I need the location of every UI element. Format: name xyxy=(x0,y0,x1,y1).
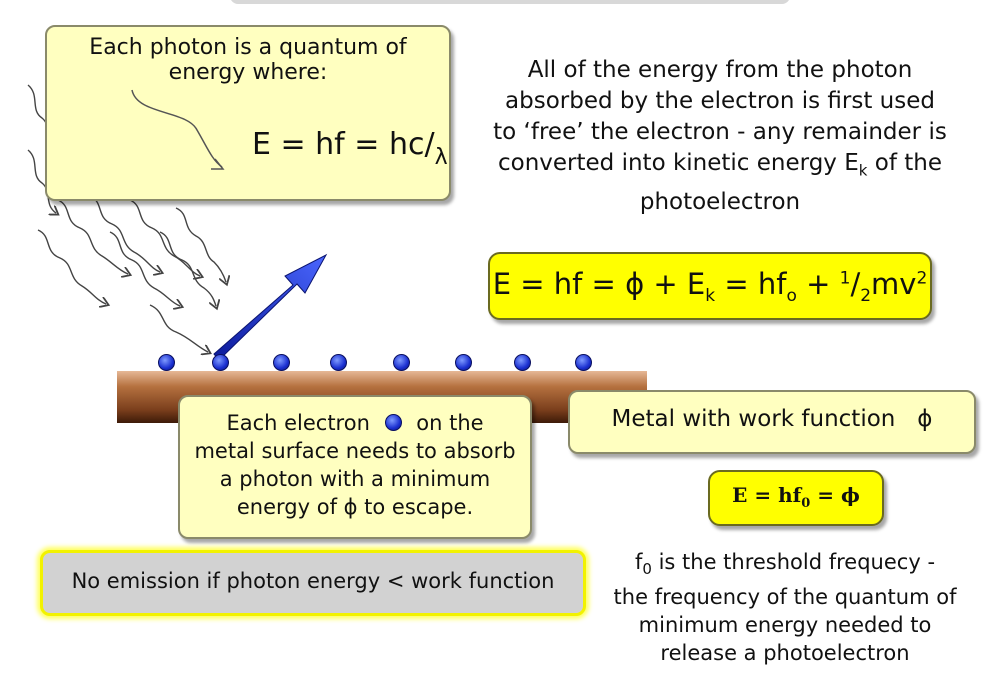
threshold-line1: f0 is the threshold frequecy - xyxy=(590,548,980,583)
electron-icon xyxy=(575,354,592,371)
work-function-box: Metal with work function ϕ xyxy=(568,390,976,454)
top-bar-decoration xyxy=(230,0,790,4)
threshold-equation-box: E = hf0 = ϕ xyxy=(708,470,884,526)
threshold-line4: release a photoelectron xyxy=(660,641,910,666)
electron-box-text: Each electron on the metal surface needs… xyxy=(180,409,530,521)
electron-box: Each electron on the metal surface needs… xyxy=(178,395,532,539)
main-equation: E = hf = ϕ + Ek = hfo + 1/2mv2 xyxy=(490,267,930,306)
photon-wave-icon xyxy=(89,195,160,272)
photon-energy-box: Each photon is a quantum of energy where… xyxy=(45,25,451,201)
photon-box-text: Each photon is a quantum of energy where… xyxy=(47,35,449,85)
photon-wave-icon xyxy=(159,231,216,306)
photon-wave-icon xyxy=(27,149,56,213)
eq-part3: + xyxy=(796,267,840,301)
work-function-text: Metal with work function xyxy=(611,406,896,432)
electron-line3: a photon with a minimum xyxy=(219,467,491,491)
threshold-eq-part2: = ϕ xyxy=(810,483,860,507)
pointer-curve-icon xyxy=(131,89,225,170)
electron-line1b: on the xyxy=(416,411,484,435)
intro-line4b: of the xyxy=(867,150,942,176)
intro-line4: converted into kinetic energy Ek of the xyxy=(470,148,970,187)
eq-sub3: 2 xyxy=(860,285,872,306)
eq-sub1: k xyxy=(705,285,716,306)
eq-sub2: o xyxy=(786,285,797,306)
eq-part4: / xyxy=(850,267,861,301)
threshold-line3: minimum energy needed to xyxy=(638,613,932,638)
electron-icon xyxy=(384,414,402,431)
threshold-eq-sub: 0 xyxy=(801,496,811,511)
photon-wave-icon xyxy=(109,231,180,306)
threshold-line2: the frequency of the quantum of xyxy=(613,585,957,610)
work-function-label: Metal with work function ϕ xyxy=(570,406,974,432)
electron-line1: Each electron on the xyxy=(180,409,530,437)
electron-line4: energy of ϕ to escape. xyxy=(236,495,474,519)
photon-wave-icon xyxy=(57,199,128,274)
threshold-equation: E = hf0 = ϕ xyxy=(710,483,882,511)
eq-sup1: 1 xyxy=(839,268,851,289)
intro-line2: absorbed by the electron is first used xyxy=(505,88,935,114)
electron-line2: metal surface needs to absorb xyxy=(194,439,516,463)
photon-wave-icon xyxy=(149,304,208,352)
no-emission-box: No emission if photon energy < work func… xyxy=(40,550,586,616)
emission-arrow-icon xyxy=(213,253,328,361)
photon-equation-lambda: λ xyxy=(434,145,448,170)
electron-icon xyxy=(158,354,175,371)
electron-icon xyxy=(393,354,410,371)
electron-icon xyxy=(212,354,229,371)
intro-line3: to ‘free’ the electron - any remainder i… xyxy=(493,119,947,145)
eq-sup2: 2 xyxy=(916,268,928,289)
threshold-text: f0 is the threshold frequecy - the frequ… xyxy=(590,548,980,667)
electron-line1a: Each electron xyxy=(226,411,370,435)
no-emission-label: No emission if photon energy < work func… xyxy=(71,569,555,593)
threshold-eq-part1: E = hf xyxy=(732,483,802,507)
threshold-line1-sub: 0 xyxy=(642,560,652,579)
photon-wave-icon xyxy=(175,207,226,282)
photon-wave-icon xyxy=(37,229,106,304)
eq-part1: E = hf = ϕ + E xyxy=(492,267,706,301)
electron-icon xyxy=(273,354,290,371)
eq-part5: mv xyxy=(871,267,917,301)
intro-line4-sub: k xyxy=(858,161,868,180)
eq-part2: = hf xyxy=(715,267,787,301)
intro-text: All of the energy from the photon absorb… xyxy=(470,55,970,218)
main-equation-box: E = hf = ϕ + Ek = hfo + 1/2mv2 xyxy=(488,252,932,320)
electron-icon xyxy=(514,354,531,371)
electron-icon xyxy=(455,354,472,371)
photon-equation: E = hf = hc/λ xyxy=(252,127,448,170)
intro-line1: All of the energy from the photon xyxy=(527,57,913,83)
intro-line5: photoelectron xyxy=(639,188,801,215)
electron-icon xyxy=(330,354,347,371)
work-function-symbol: ϕ xyxy=(917,406,933,432)
photon-wave-icon xyxy=(129,199,200,276)
photon-box-line2: energy where: xyxy=(168,60,328,85)
photon-box-line1: Each photon is a quantum of xyxy=(89,35,407,60)
intro-line4a: converted into kinetic energy E xyxy=(498,150,859,176)
photon-equation-main: E = hf = hc xyxy=(252,127,425,162)
threshold-line1a: f xyxy=(634,550,643,574)
threshold-line1b: is the threshold frequecy - xyxy=(651,550,936,574)
